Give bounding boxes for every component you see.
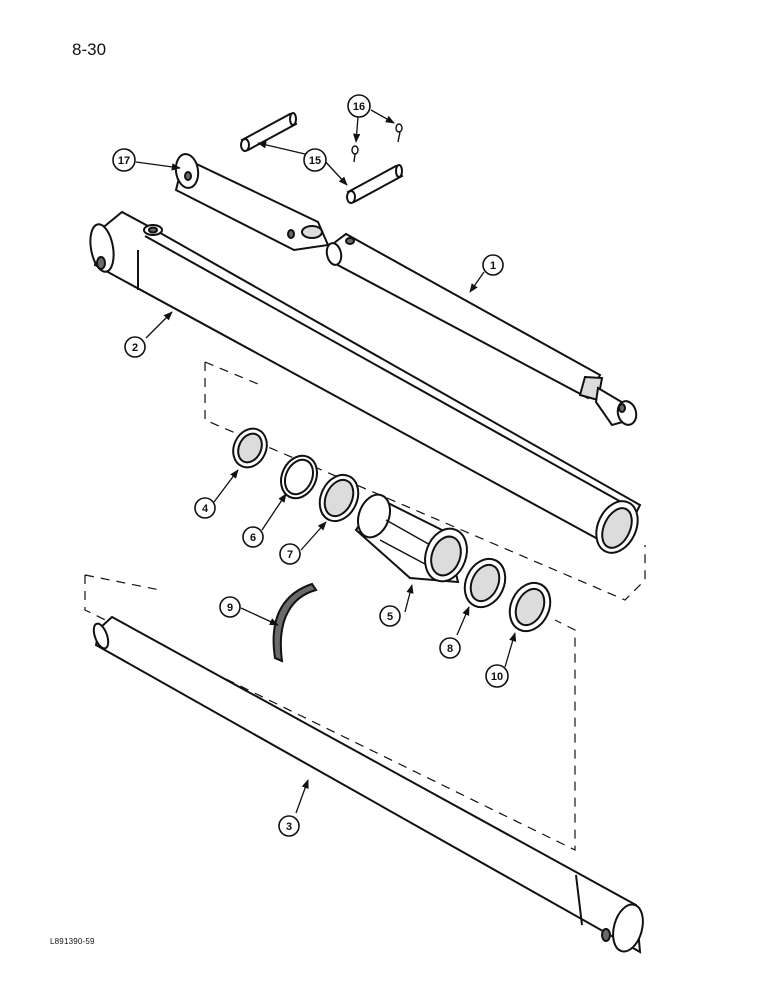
svg-text:10: 10 — [491, 671, 503, 683]
clevis-tube-part — [174, 153, 330, 252]
svg-text:4: 4 — [202, 503, 209, 515]
svg-text:15: 15 — [309, 155, 321, 167]
callout-1: 1 — [482, 254, 504, 276]
callout-9: 9 — [219, 596, 241, 618]
callout-16: 16 — [347, 94, 371, 118]
retaining-wire-part — [272, 582, 318, 663]
svg-text:5: 5 — [387, 611, 393, 623]
o-ring-part — [318, 473, 360, 523]
figure-code: L891390-59 — [50, 937, 95, 946]
leader-lines — [135, 109, 517, 814]
pin-part-lower — [346, 164, 404, 204]
rod-seal-part — [463, 557, 507, 609]
callout-7: 7 — [279, 543, 301, 565]
svg-text:2: 2 — [132, 342, 138, 354]
backup-ring-part — [280, 454, 318, 500]
seal-kit-dashed-boundary-lower — [84, 574, 576, 851]
callout-2: 2 — [124, 336, 146, 358]
callout-5: 5 — [379, 605, 401, 627]
piston-rod-part — [325, 232, 638, 427]
wiper-seal-part — [508, 581, 552, 633]
callout-8: 8 — [439, 637, 461, 659]
cylinder-barrel-part — [89, 210, 642, 554]
cotter-pin-part — [351, 123, 403, 163]
svg-text:9: 9 — [227, 602, 233, 614]
svg-text:6: 6 — [250, 532, 256, 544]
callout-6: 6 — [242, 526, 264, 548]
callout-3: 3 — [278, 815, 300, 837]
wear-ring-part — [232, 427, 268, 469]
callout-17: 17 — [112, 148, 136, 172]
svg-text:17: 17 — [118, 155, 130, 167]
svg-text:7: 7 — [287, 549, 293, 561]
callout-15: 15 — [303, 148, 327, 172]
gland-part — [354, 493, 468, 584]
callout-10: 10 — [485, 664, 509, 688]
svg-text:8: 8 — [447, 643, 453, 655]
callout-4: 4 — [194, 497, 216, 519]
svg-text:3: 3 — [286, 821, 292, 833]
svg-text:16: 16 — [353, 101, 365, 113]
svg-text:1: 1 — [490, 260, 496, 272]
seal-kit-dashed-boundary — [204, 361, 646, 601]
pin-part-upper — [240, 112, 298, 152]
tube-part — [92, 615, 644, 954]
page-number: 8-30 — [72, 40, 107, 59]
